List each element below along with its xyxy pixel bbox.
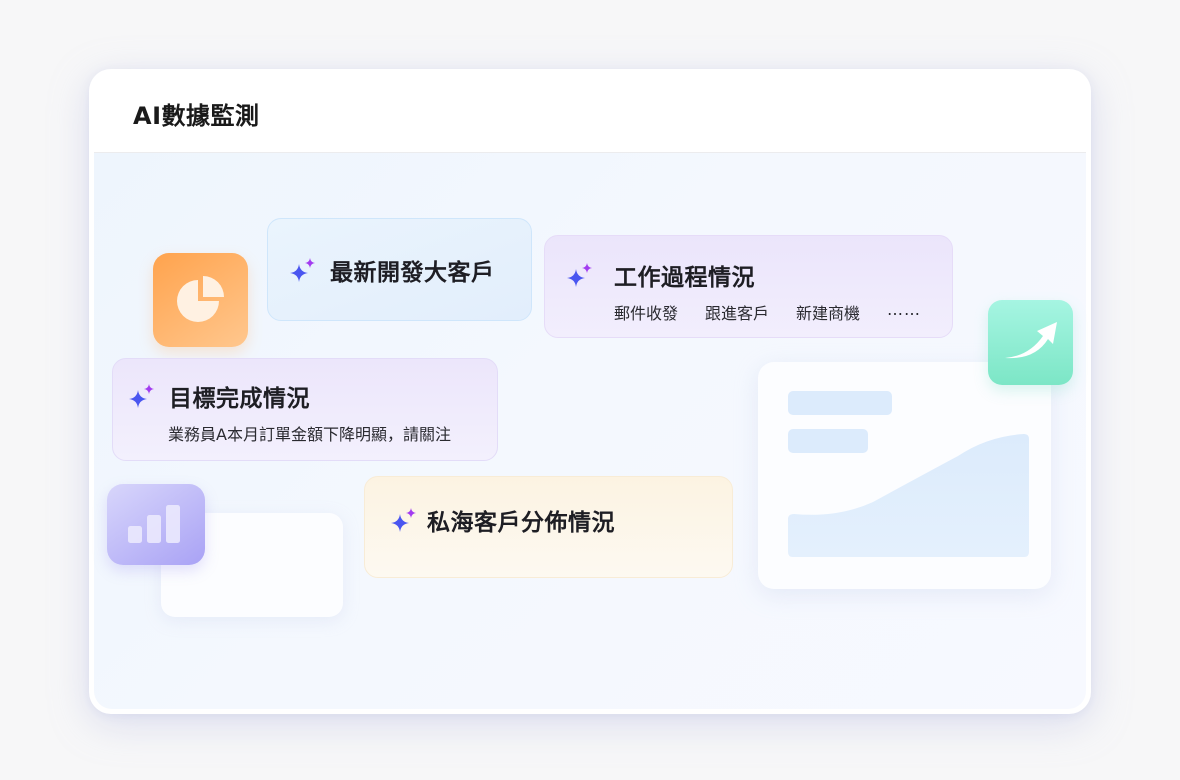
card-title: 最新開發大客戶	[330, 260, 495, 286]
card-title: 目標完成情況	[169, 386, 310, 412]
area-chart-shape	[788, 434, 1029, 557]
card-new-major-clients[interactable]: 最新開發大客戶	[267, 218, 532, 321]
card-title: 工作過程情況	[614, 265, 755, 291]
page-title: AI數據監測	[133, 102, 260, 130]
area-chart-placeholder	[758, 362, 1051, 589]
chart-label-placeholder	[788, 391, 892, 415]
pie-chart-icon	[153, 253, 248, 347]
work-item-email[interactable]: 郵件收發	[614, 304, 679, 323]
card-title: 私海客戶分佈情況	[427, 510, 615, 536]
card-work-process[interactable]: 工作過程情況 郵件收發 跟進客戶 新建商機 ……	[544, 235, 953, 338]
goal-alert-text: 業務員A本月訂單金額下降明顯，請關注	[168, 425, 451, 444]
card-private-client-distribution[interactable]: 私海客戶分佈情況	[364, 476, 733, 578]
sparkle-icon	[129, 384, 154, 408]
bar-chart-icon	[107, 484, 205, 565]
panel-header: AI數據監測	[89, 69, 1091, 152]
chart-label-placeholder	[788, 429, 868, 453]
work-process-items: 郵件收發 跟進客戶 新建商機 ……	[614, 300, 952, 324]
work-item-new-opportunity[interactable]: 新建商機	[796, 304, 861, 323]
work-item-more[interactable]: ……	[887, 300, 922, 319]
sparkle-icon	[290, 258, 315, 282]
trend-up-arrow-icon	[988, 300, 1073, 385]
work-item-follow-up[interactable]: 跟進客戶	[705, 304, 770, 323]
sparkle-icon	[567, 263, 592, 287]
sparkle-icon	[391, 508, 416, 532]
card-goal-completion[interactable]: 目標完成情況 業務員A本月訂單金額下降明顯，請關注	[112, 358, 498, 461]
